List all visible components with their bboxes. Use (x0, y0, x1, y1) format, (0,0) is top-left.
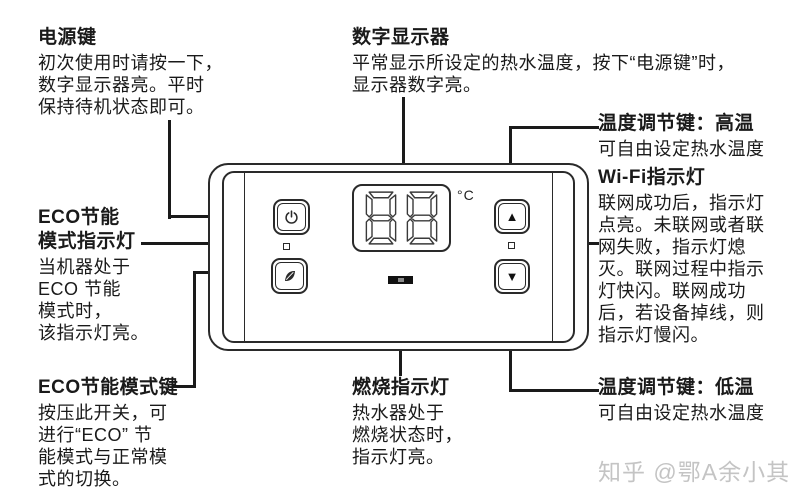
connector-temp-down-horizontal (509, 389, 599, 392)
eco-indicator-led (283, 243, 290, 250)
panel-face (222, 171, 575, 343)
callout-eco-indicator-body: 当机器处于 ECO 节能 模式时， 该指示灯亮。 (38, 257, 149, 343)
burn-indicator-led (388, 276, 413, 284)
callout-temp-down: 温度调节键：低温 可自由设定热水温度 (598, 376, 810, 424)
connector-temp-up-vertical (509, 126, 512, 199)
connector-eco-key-horizontal-bottom (172, 385, 196, 388)
seven-seg-digit (406, 191, 438, 245)
callout-temp-up: 温度调节键：高温 可自由设定热水温度 (598, 112, 810, 160)
eco-mode-button[interactable] (271, 258, 308, 294)
callout-temp-up-body: 可自由设定热水温度 (598, 139, 765, 159)
callout-eco-key: ECO节能模式键 按压此开关，可 进行“ECO” 节 能模式与正常模 式的切换。 (38, 376, 213, 490)
callout-eco-indicator: ECO节能 模式指示灯 当机器处于 ECO 节能 模式时， 该指示灯亮。 (38, 206, 188, 344)
callout-power-key-title: 电源键 (38, 27, 97, 48)
leaf-icon (275, 262, 304, 290)
heater-control-panel: °C ▲ ▼ (208, 163, 589, 351)
down-arrow-icon: ▼ (498, 263, 526, 290)
callout-burn-indicator-title: 燃烧指示灯 (352, 377, 450, 398)
power-button[interactable] (273, 199, 310, 235)
callout-wifi-indicator: Wi-Fi指示灯 联网成功后，指示灯 点亮。未联网或者联 网失败，指示灯熄 灭。… (598, 166, 810, 346)
callout-digital-display: 数字显示器 平常显示所设定的热水温度，按下“电源键”时， 显示器数字亮。 (352, 26, 802, 96)
burn-indicator-window (397, 278, 404, 282)
callout-temp-down-title: 温度调节键：低温 (598, 377, 755, 398)
callout-eco-key-title: ECO节能模式键 (38, 377, 179, 398)
callout-digital-display-title: 数字显示器 (352, 27, 450, 48)
callout-temp-up-title: 温度调节键：高温 (598, 113, 755, 134)
zhihu-watermark: 知乎 @鄂A余小其 (598, 459, 791, 485)
callout-burn-indicator-body: 热水器处于 燃烧状态时， 指示灯亮。 (352, 403, 463, 467)
callout-temp-down-body: 可自由设定热水温度 (598, 403, 765, 423)
panel-seam-right (552, 173, 553, 341)
temp-down-button[interactable]: ▼ (494, 259, 530, 294)
connector-power-vertical (168, 120, 171, 219)
callout-burn-indicator: 燃烧指示灯 热水器处于 燃烧状态时， 指示灯亮。 (352, 376, 517, 468)
connector-temp-up-horizontal (509, 126, 599, 129)
connector-display-vertical (402, 97, 405, 185)
callout-wifi-indicator-body: 联网成功后，指示灯 点亮。未联网或者联 网失败，指示灯熄 灭。联网过程中指示 灯… (598, 193, 765, 345)
temp-up-button[interactable]: ▲ (494, 199, 530, 234)
callout-eco-indicator-title: ECO节能 模式指示灯 (38, 207, 136, 252)
callout-digital-display-body: 平常显示所设定的热水温度，按下“电源键”时， 显示器数字亮。 (352, 53, 735, 95)
callout-power-key-body: 初次使用时请按一下， 数字显示器亮。平时 保持待机状态即可。 (38, 53, 223, 117)
panel-seam-left (244, 173, 245, 341)
callout-eco-key-body: 按压此开关，可 进行“ECO” 节 能模式与正常模 式的切换。 (38, 403, 168, 489)
seven-segment-display (352, 184, 451, 252)
callout-wifi-indicator-title: Wi-Fi指示灯 (598, 167, 706, 188)
seven-seg-digit (365, 191, 397, 245)
callout-power-key: 电源键 初次使用时请按一下， 数字显示器亮。平时 保持待机状态即可。 (38, 26, 278, 118)
connector-eco-key-vertical (193, 271, 196, 388)
celsius-label: °C (457, 187, 475, 203)
power-icon (277, 203, 306, 231)
up-arrow-icon: ▲ (498, 203, 526, 230)
wifi-indicator-led (508, 242, 515, 249)
